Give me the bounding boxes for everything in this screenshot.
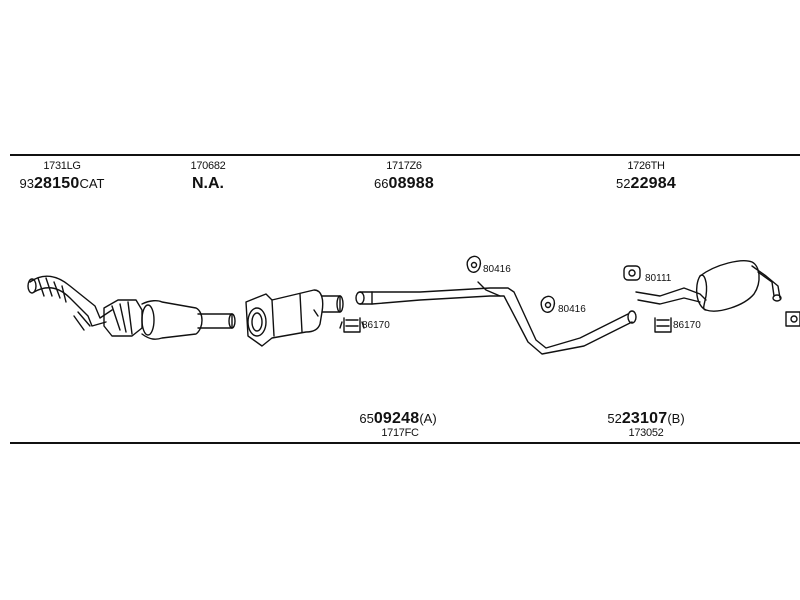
- part-3-number: 6608988: [374, 175, 434, 192]
- catalytic-converter-pipe: [27, 275, 236, 340]
- middle-pipe: [355, 281, 637, 355]
- rubber-ring-edge: [785, 311, 800, 327]
- part-5-number: 6509248(A): [359, 410, 437, 427]
- part-4-code: 1726TH: [627, 160, 665, 172]
- ring-middle-label: 80416: [558, 304, 586, 315]
- clamp-left-label: 86170: [362, 320, 390, 331]
- ring-upper-label: 80416: [483, 264, 511, 275]
- rear-silencer: [635, 260, 782, 312]
- bottom-divider: [10, 442, 800, 444]
- clamp-left: [339, 317, 365, 333]
- ring-right-label: 80111: [645, 273, 672, 284]
- rubber-ring-upper: [466, 255, 482, 273]
- part-1-code: 1731LG: [43, 160, 81, 172]
- rubber-ring-middle: [540, 295, 556, 313]
- part-6-number: 5223107(B): [607, 410, 685, 427]
- rubber-ring-right: [623, 265, 641, 281]
- part-4-number: 5222984: [616, 175, 676, 192]
- part-2-code: 170682: [190, 160, 226, 172]
- top-divider: [10, 154, 800, 156]
- part-6-code: 173052: [628, 427, 664, 439]
- part-2-number: N.A.: [192, 175, 224, 192]
- part-5-code: 1717FC: [381, 427, 419, 439]
- part-1-number: 9328150CAT: [19, 175, 105, 192]
- clamp-right-label: 86170: [673, 320, 701, 331]
- clamp-right: [654, 317, 672, 333]
- part-3-code: 1717Z6: [386, 160, 422, 172]
- particle-filter: [245, 289, 344, 347]
